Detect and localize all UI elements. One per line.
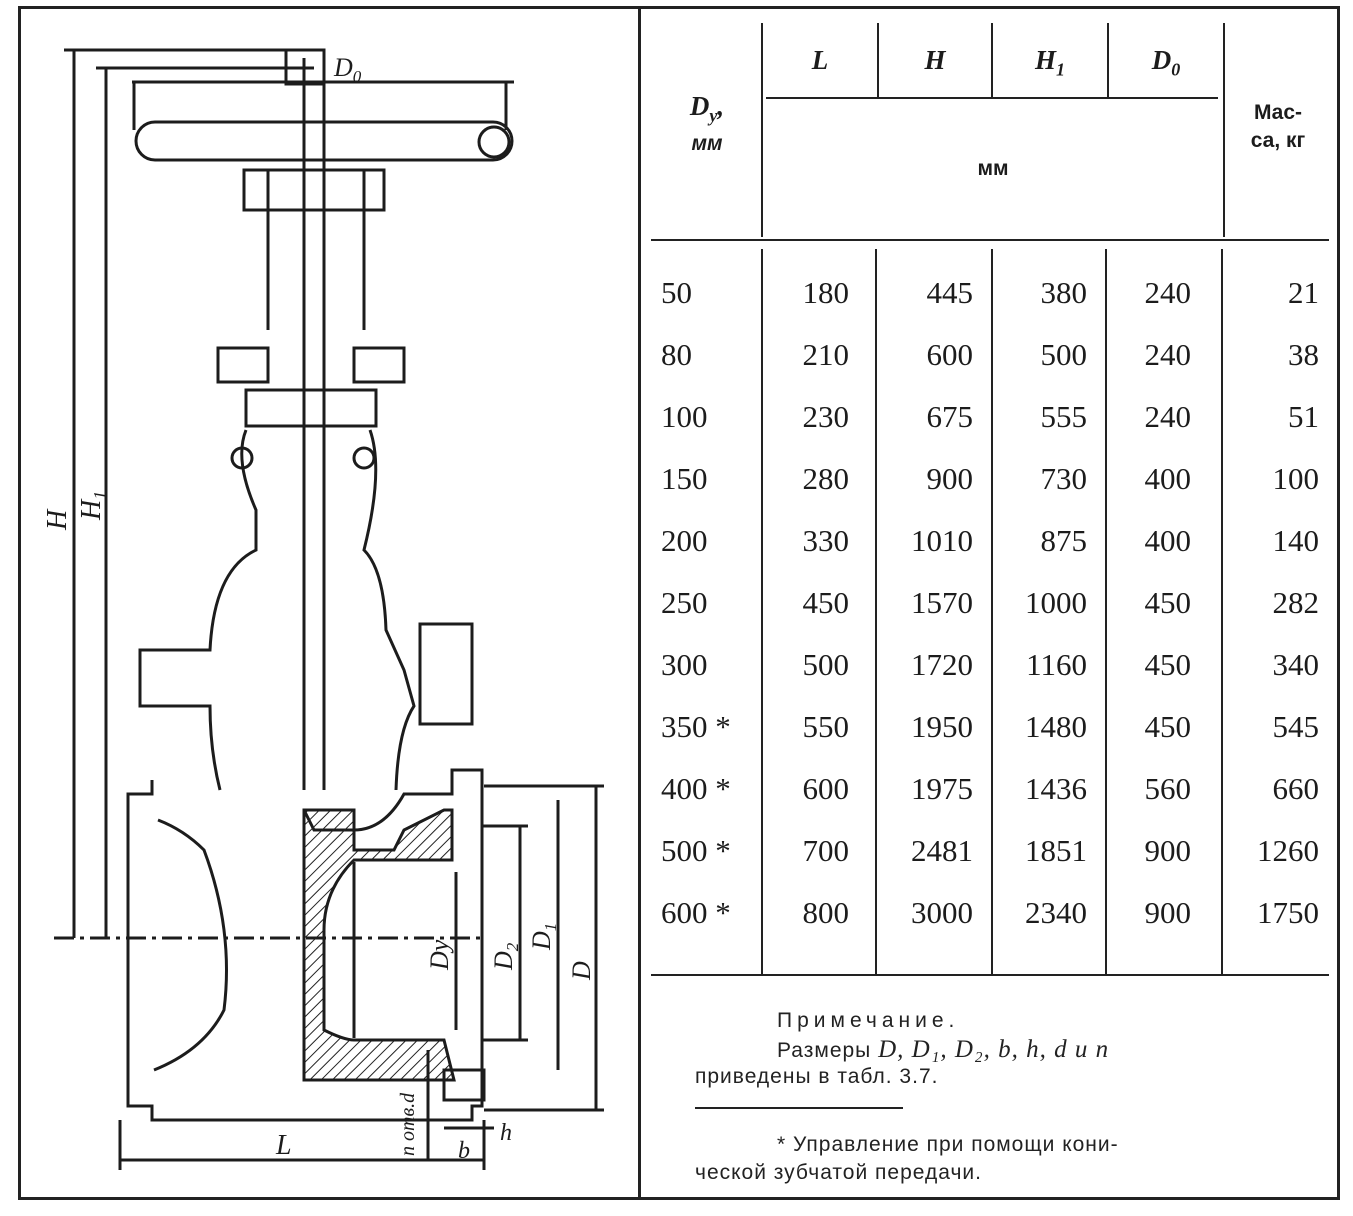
table-cell-h: 445 [926,275,974,310]
header-d0: D0 [1151,45,1181,80]
footnote-line-2: ческой зубчатой передачи. [695,1161,982,1184]
table-cell-dy: 300 [661,647,708,682]
header-h: H [924,45,946,75]
table-cell-mass: 545 [1272,709,1320,744]
table-cell-dy: 500 * [661,833,731,868]
table-cell-d0: 240 [1144,275,1192,310]
table-cell-d0: 400 [1144,461,1192,496]
table-cell-dy: 600 * [661,895,731,930]
table-cell-l: 450 [802,585,850,620]
table-cell-h: 2481 [911,833,973,868]
table-cell-d0: 240 [1144,337,1192,372]
label-d1: D1 [527,923,560,951]
table-cell-h1: 1851 [1025,833,1087,868]
table-cell-d0: 400 [1144,523,1192,558]
table-cell-l: 550 [802,709,850,744]
label-holes: n отв.d [397,1092,419,1156]
table-cell-h: 900 [926,461,974,496]
table-cell-h: 3000 [911,895,973,930]
table-cell-h: 1950 [911,709,973,744]
table-cell-d0: 450 [1144,647,1192,682]
table-cell-l: 700 [802,833,850,868]
table-cell-l: 800 [802,895,850,930]
table-cell-h1: 1000 [1025,585,1087,620]
table-cell-d0: 900 [1144,833,1192,868]
table-cell-mass: 21 [1288,275,1319,310]
table-cell-h1: 1480 [1025,709,1087,744]
table-cell-mass: 1260 [1257,833,1319,868]
label-l: L [275,1130,292,1161]
valve-drawing: H H1 D0 L Dy D2 D1 D n отв.d b h [42,48,604,1170]
label-h1: H1 [76,491,110,521]
table-cell-dy: 50 [661,275,692,310]
label-h: H [42,508,73,531]
table-cell-l: 330 [802,523,850,558]
label-h-small: h [500,1120,512,1146]
table-cell-d0: 450 [1144,585,1192,620]
table-cell-d0: 900 [1144,895,1192,930]
table-cell-dy: 350 * [661,709,731,744]
table-cell-dy: 200 [661,523,708,558]
table-cell-d0: 450 [1144,709,1192,744]
table-cell-mass: 660 [1272,771,1320,806]
header-mm: мм [977,157,1009,180]
table-cell-h1: 500 [1040,337,1088,372]
table-cell-h1: 555 [1040,399,1088,434]
table-cell-dy: 400 * [661,771,731,806]
table-cell-mass: 140 [1272,523,1320,558]
label-d0: D0 [333,53,362,86]
table-cell-h: 1720 [911,647,973,682]
table-cell-mass: 38 [1288,337,1319,372]
column-divider [638,6,641,1200]
table-cell-mass: 1750 [1257,895,1319,930]
note-title: Примечание. [777,1009,960,1032]
table-cell-mass: 51 [1288,399,1319,434]
header-dy: Dy, мм [689,91,725,156]
table-cell-h1: 875 [1040,523,1088,558]
table-cell-dy: 80 [661,337,692,372]
table-cell-mass: 282 [1272,585,1320,620]
note-line-2: приведены в табл. 3.7. [695,1065,939,1088]
header-h1: H1 [1034,45,1065,80]
footnote-line-1: * Управление при помощи кони- [777,1133,1119,1156]
dimensions-table: Dy, мм L H H1 D0 мм Мас-са, кг 50 180 445 3… [641,9,1337,1197]
table-cell-d0: 240 [1144,399,1192,434]
table-cell-h1: 730 [1040,461,1088,496]
table-cell-h1: 2340 [1025,895,1087,930]
table-cell-h: 600 [926,337,974,372]
table-cell-h: 1975 [911,771,973,806]
label-b: b [458,1138,470,1164]
table-cell-mass: 340 [1272,647,1320,682]
table-cell-l: 500 [802,647,850,682]
table-cell-l: 280 [802,461,850,496]
table-cell-h1: 380 [1040,275,1088,310]
table-cell-h1: 1436 [1025,771,1087,806]
table-cell-l: 230 [802,399,850,434]
table-cell-h: 1010 [911,523,973,558]
page-frame [18,6,1340,1200]
note-line-1: Размеры D, D₁, D₂, b, h, d и n [777,1036,1110,1063]
table-cell-h1: 1160 [1026,647,1087,682]
table-cell-dy: 150 [661,461,708,496]
table-cell-l: 180 [802,275,850,310]
table-cell-l: 210 [802,337,850,372]
table-cell-d0: 560 [1144,771,1192,806]
label-d2: D2 [489,942,522,971]
label-d: D [567,961,596,981]
label-dy: Dy [425,939,454,971]
table-cell-mass: 100 [1272,461,1320,496]
table-cell-dy: 100 [661,399,708,434]
table-cell-dy: 250 [661,585,708,620]
header-l: L [811,45,829,75]
header-mass: Мас-са, кг [1250,101,1306,152]
table-cell-l: 600 [802,771,850,806]
table-cell-h: 1570 [911,585,973,620]
table-cell-h: 675 [926,399,974,434]
note-separator [695,1107,903,1109]
